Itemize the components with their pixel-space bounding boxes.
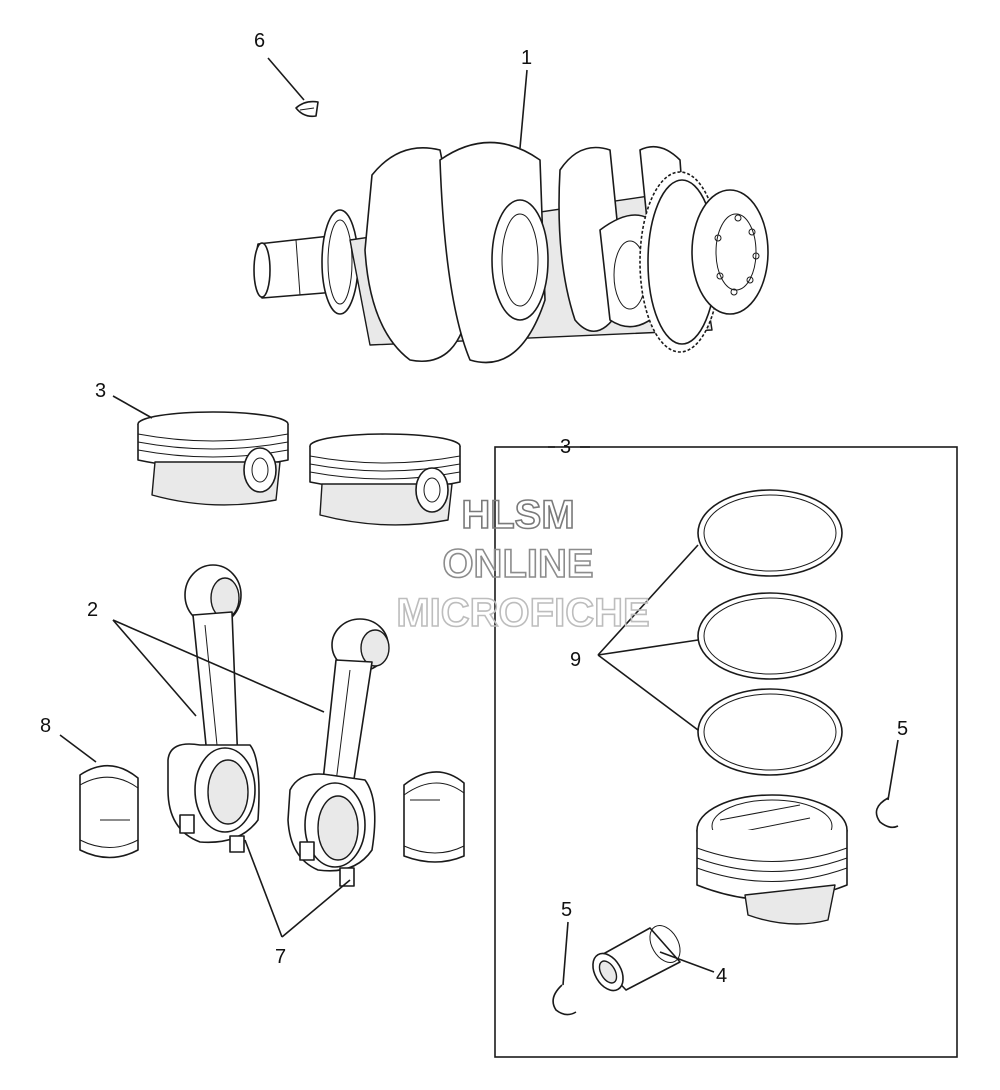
piston-pin-part-4 xyxy=(592,925,681,992)
crankshaft-part-1 xyxy=(253,141,769,364)
woodruff-key-part-6 xyxy=(295,100,319,118)
callout-8: 8 xyxy=(40,715,51,737)
watermark: HLSM ONLINE MICROFICHE xyxy=(396,492,651,636)
watermark-line-1: HLSM xyxy=(461,493,574,537)
callout-1: 1 xyxy=(521,47,532,69)
circlip-bottom-part-5 xyxy=(552,984,577,1016)
callout-labels: 6 1 3 3 2 9 8 5 5 7 4 xyxy=(40,30,908,987)
callout-5-right: 5 xyxy=(897,718,908,740)
watermark-line-2: ONLINE xyxy=(442,542,593,586)
piston-rings-part-9 xyxy=(697,489,843,776)
connecting-rod-left-part-2 xyxy=(167,564,260,853)
piston-left-part-3 xyxy=(137,411,289,506)
leader-lines xyxy=(59,57,899,986)
piston-detail xyxy=(696,794,848,925)
callout-3-box: 3 xyxy=(560,436,571,458)
watermark-line-3: MICROFICHE xyxy=(396,591,649,635)
callout-4: 4 xyxy=(716,965,727,987)
piston-detail-box xyxy=(494,446,958,1058)
callout-6: 6 xyxy=(254,30,265,52)
callout-3-left: 3 xyxy=(95,380,106,402)
piston-middle-part-3 xyxy=(309,433,461,526)
bearing-shell-left-part-8 xyxy=(79,764,139,859)
callout-7: 7 xyxy=(275,946,286,968)
callout-2: 2 xyxy=(87,599,98,621)
connecting-rod-right-part-2 xyxy=(287,618,390,887)
callout-5-bottom: 5 xyxy=(561,899,572,921)
bearing-shell-right-part-8 xyxy=(403,771,465,863)
circlip-right-part-5 xyxy=(875,797,899,829)
callout-9: 9 xyxy=(570,649,581,671)
